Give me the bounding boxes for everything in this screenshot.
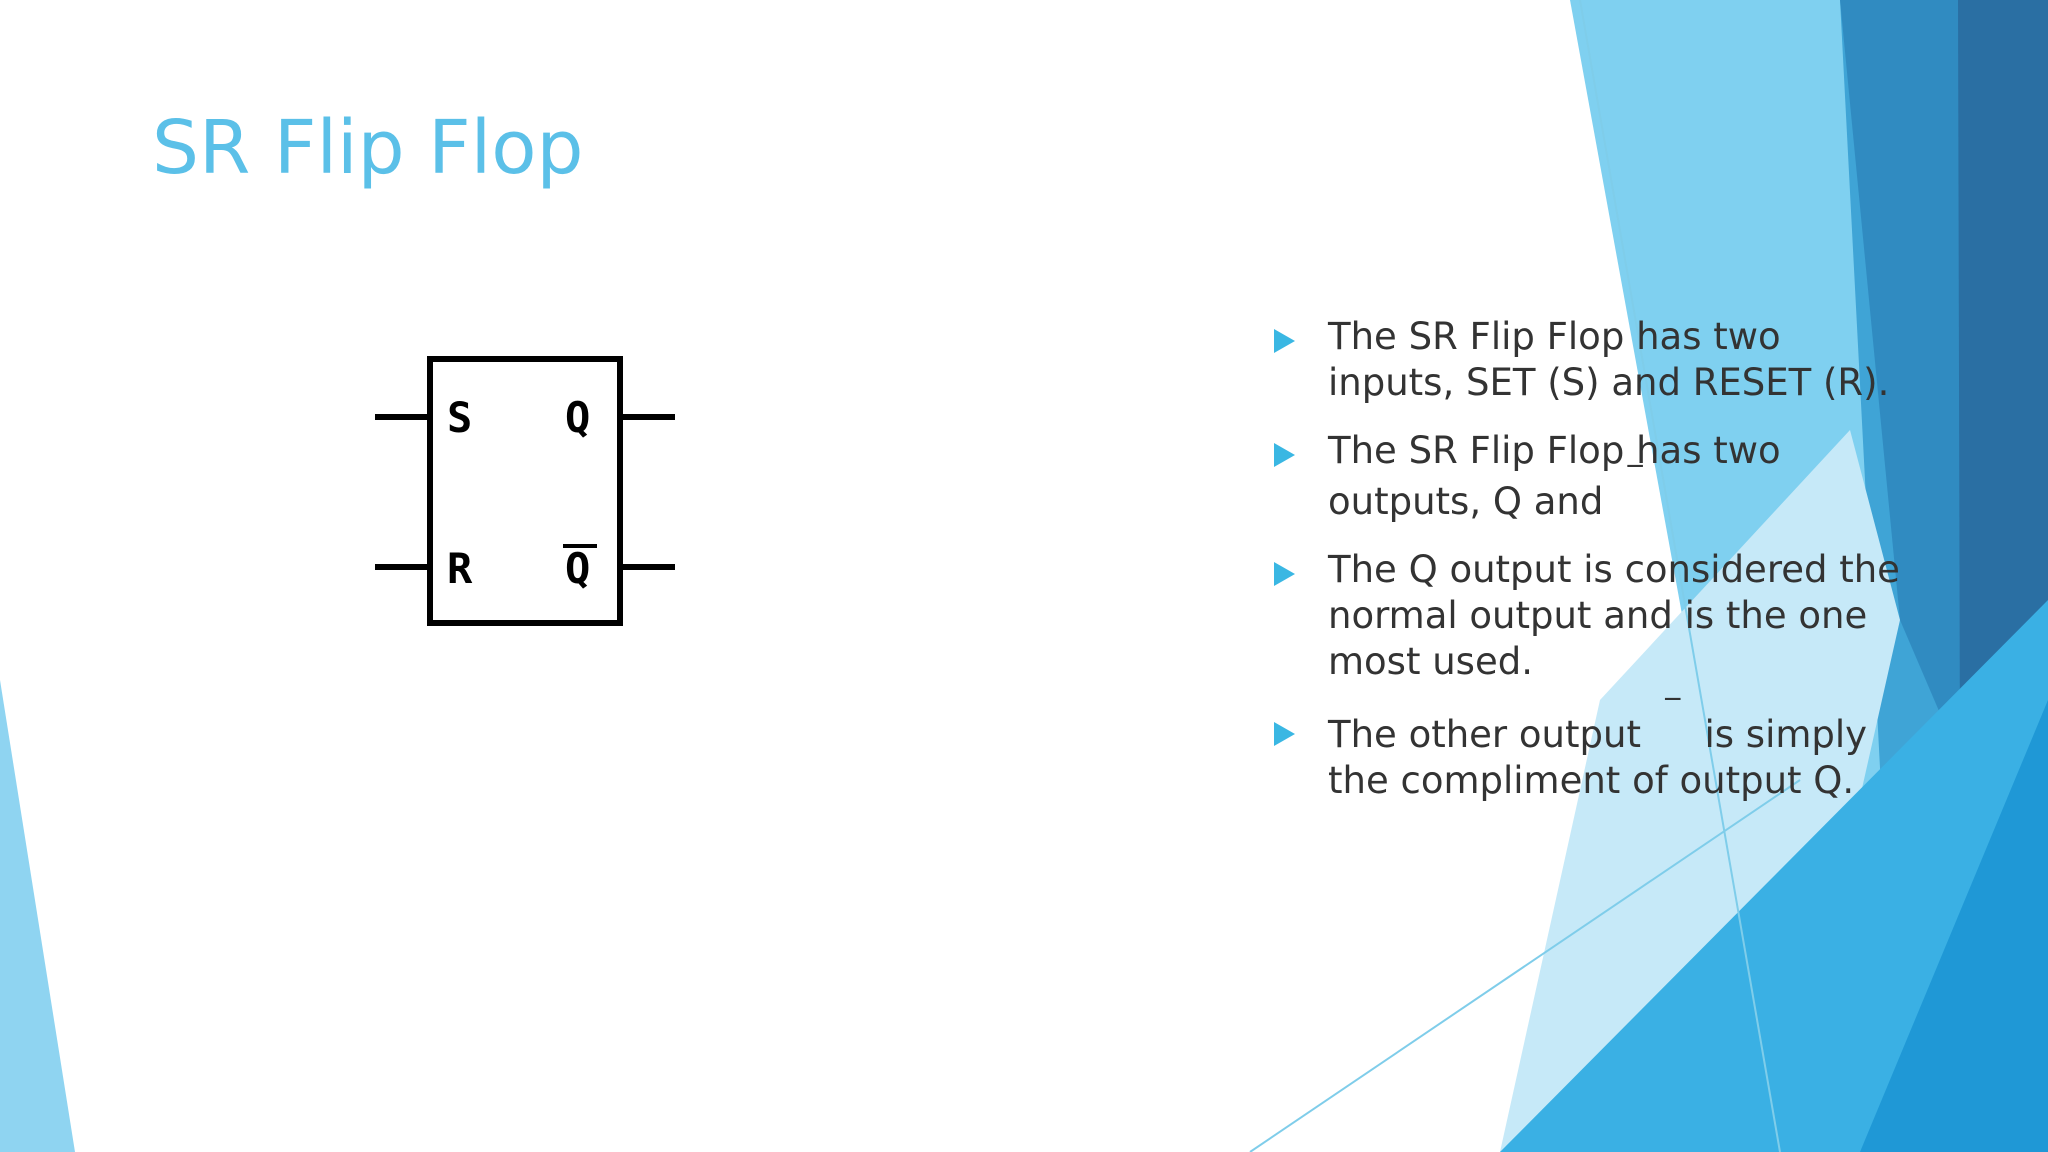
triangle-bullet-icon: [1274, 329, 1295, 353]
bullet-text-before: The other output: [1328, 713, 1641, 756]
overbar-glyph: ‾: [1627, 461, 1643, 496]
bullet-item: The Q output is considered the normal ou…: [1270, 547, 1910, 685]
label-q: Q: [565, 393, 590, 442]
triangle-bullet-icon: [1274, 443, 1295, 467]
flip-flop-body: [427, 356, 623, 626]
label-q-bar: Q: [565, 544, 590, 593]
overbar-glyph: ‾: [1665, 694, 1681, 729]
slide-title: SR Flip Flop: [152, 105, 584, 191]
bullet-item: The other output ‾ is simply the complim…: [1270, 694, 1910, 804]
bullet-text: The Q output is considered the normal ou…: [1328, 548, 1900, 683]
bullet-text-after: is simply the compliment of output Q.: [1328, 713, 1868, 802]
label-r: R: [447, 544, 473, 593]
bullet-item: The SR Flip Flop has two inputs, SET (S)…: [1270, 314, 1910, 406]
bullet-list: The SR Flip Flop has two inputs, SET (S)…: [1270, 314, 1910, 826]
sr-flip-flop-diagram: S Q R Q: [375, 356, 675, 626]
bullet-text: The SR Flip Flop has two outputs, Q and: [1328, 429, 1781, 523]
bullet-text: The SR Flip Flop has two inputs, SET (S)…: [1328, 315, 1890, 404]
triangle-bullet-icon: [1274, 562, 1295, 586]
label-s: S: [447, 393, 472, 442]
triangle-bullet-icon: [1274, 722, 1295, 746]
bullet-item: The SR Flip Flop has two outputs, Q and …: [1270, 428, 1910, 525]
